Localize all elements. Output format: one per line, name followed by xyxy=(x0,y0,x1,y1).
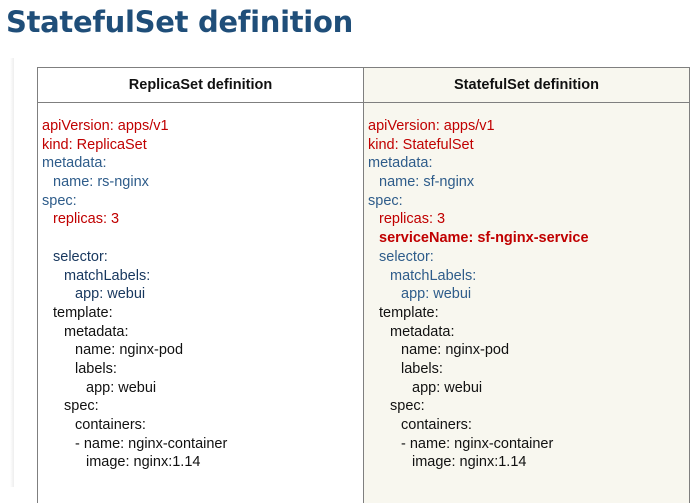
statefulset-yaml-line: app: webui xyxy=(368,379,689,398)
replicaset-yaml-line: - name: nginx-container xyxy=(42,435,363,454)
page-title: StatefulSet definition xyxy=(6,2,353,42)
statefulset-yaml-line: labels: xyxy=(368,360,689,379)
replicaset-yaml-line: image: nginx:1.14 xyxy=(42,453,363,472)
statefulset-yaml-line: containers: xyxy=(368,416,689,435)
statefulset-yaml-line: serviceName: sf-nginx-service xyxy=(368,229,689,248)
replicaset-yaml-line: apiVersion: apps/v1 xyxy=(42,117,363,136)
replicaset-column-header: ReplicaSet definition xyxy=(38,68,364,103)
statefulset-yaml-line: kind: StatefulSet xyxy=(368,136,689,155)
replicaset-yaml-line: metadata: xyxy=(42,323,363,342)
statefulset-yaml-line: apiVersion: apps/v1 xyxy=(368,117,689,136)
statefulset-yaml-line: app: webui xyxy=(368,285,689,304)
statefulset-yaml-line: replicas: 3 xyxy=(368,210,689,229)
replicaset-yaml-line: replicas: 3 xyxy=(42,210,363,229)
replicaset-yaml-line: name: nginx-pod xyxy=(42,341,363,360)
replicaset-yaml-line: metadata: xyxy=(42,154,363,173)
statefulset-yaml-line: spec: xyxy=(368,397,689,416)
table-header-row: ReplicaSet definition StatefulSet defini… xyxy=(38,68,690,103)
replicaset-yaml-line: labels: xyxy=(42,360,363,379)
comparison-table: ReplicaSet definition StatefulSet defini… xyxy=(37,67,690,503)
replicaset-yaml-line: template: xyxy=(42,304,363,323)
replicaset-yaml-line: selector: xyxy=(42,248,363,267)
replicaset-yaml-line: name: rs-nginx xyxy=(42,173,363,192)
statefulset-yaml-line: - name: nginx-container xyxy=(368,435,689,454)
statefulset-yaml-line: metadata: xyxy=(368,154,689,173)
statefulset-yaml-line: selector: xyxy=(368,248,689,267)
statefulset-yaml-line: template: xyxy=(368,304,689,323)
statefulset-yaml-line: name: nginx-pod xyxy=(368,341,689,360)
statefulset-column-header: StatefulSet definition xyxy=(364,68,690,103)
statefulset-yaml-line: matchLabels: xyxy=(368,267,689,286)
replicaset-yaml-line xyxy=(42,229,363,248)
replicaset-yaml-line: spec: xyxy=(42,397,363,416)
statefulset-yaml-line: name: sf-nginx xyxy=(368,173,689,192)
statefulset-yaml-line: spec: xyxy=(368,192,689,211)
replicaset-yaml-line: containers: xyxy=(42,416,363,435)
statefulset-yaml-line: image: nginx:1.14 xyxy=(368,453,689,472)
replicaset-yaml-line: app: webui xyxy=(42,379,363,398)
replicaset-yaml-line: spec: xyxy=(42,192,363,211)
replicaset-yaml-line: matchLabels: xyxy=(42,267,363,286)
replicaset-yaml-line: kind: ReplicaSet xyxy=(42,136,363,155)
slide-edge-shadow xyxy=(10,58,14,487)
replicaset-yaml-line: app: webui xyxy=(42,285,363,304)
statefulset-yaml-line: metadata: xyxy=(368,323,689,342)
